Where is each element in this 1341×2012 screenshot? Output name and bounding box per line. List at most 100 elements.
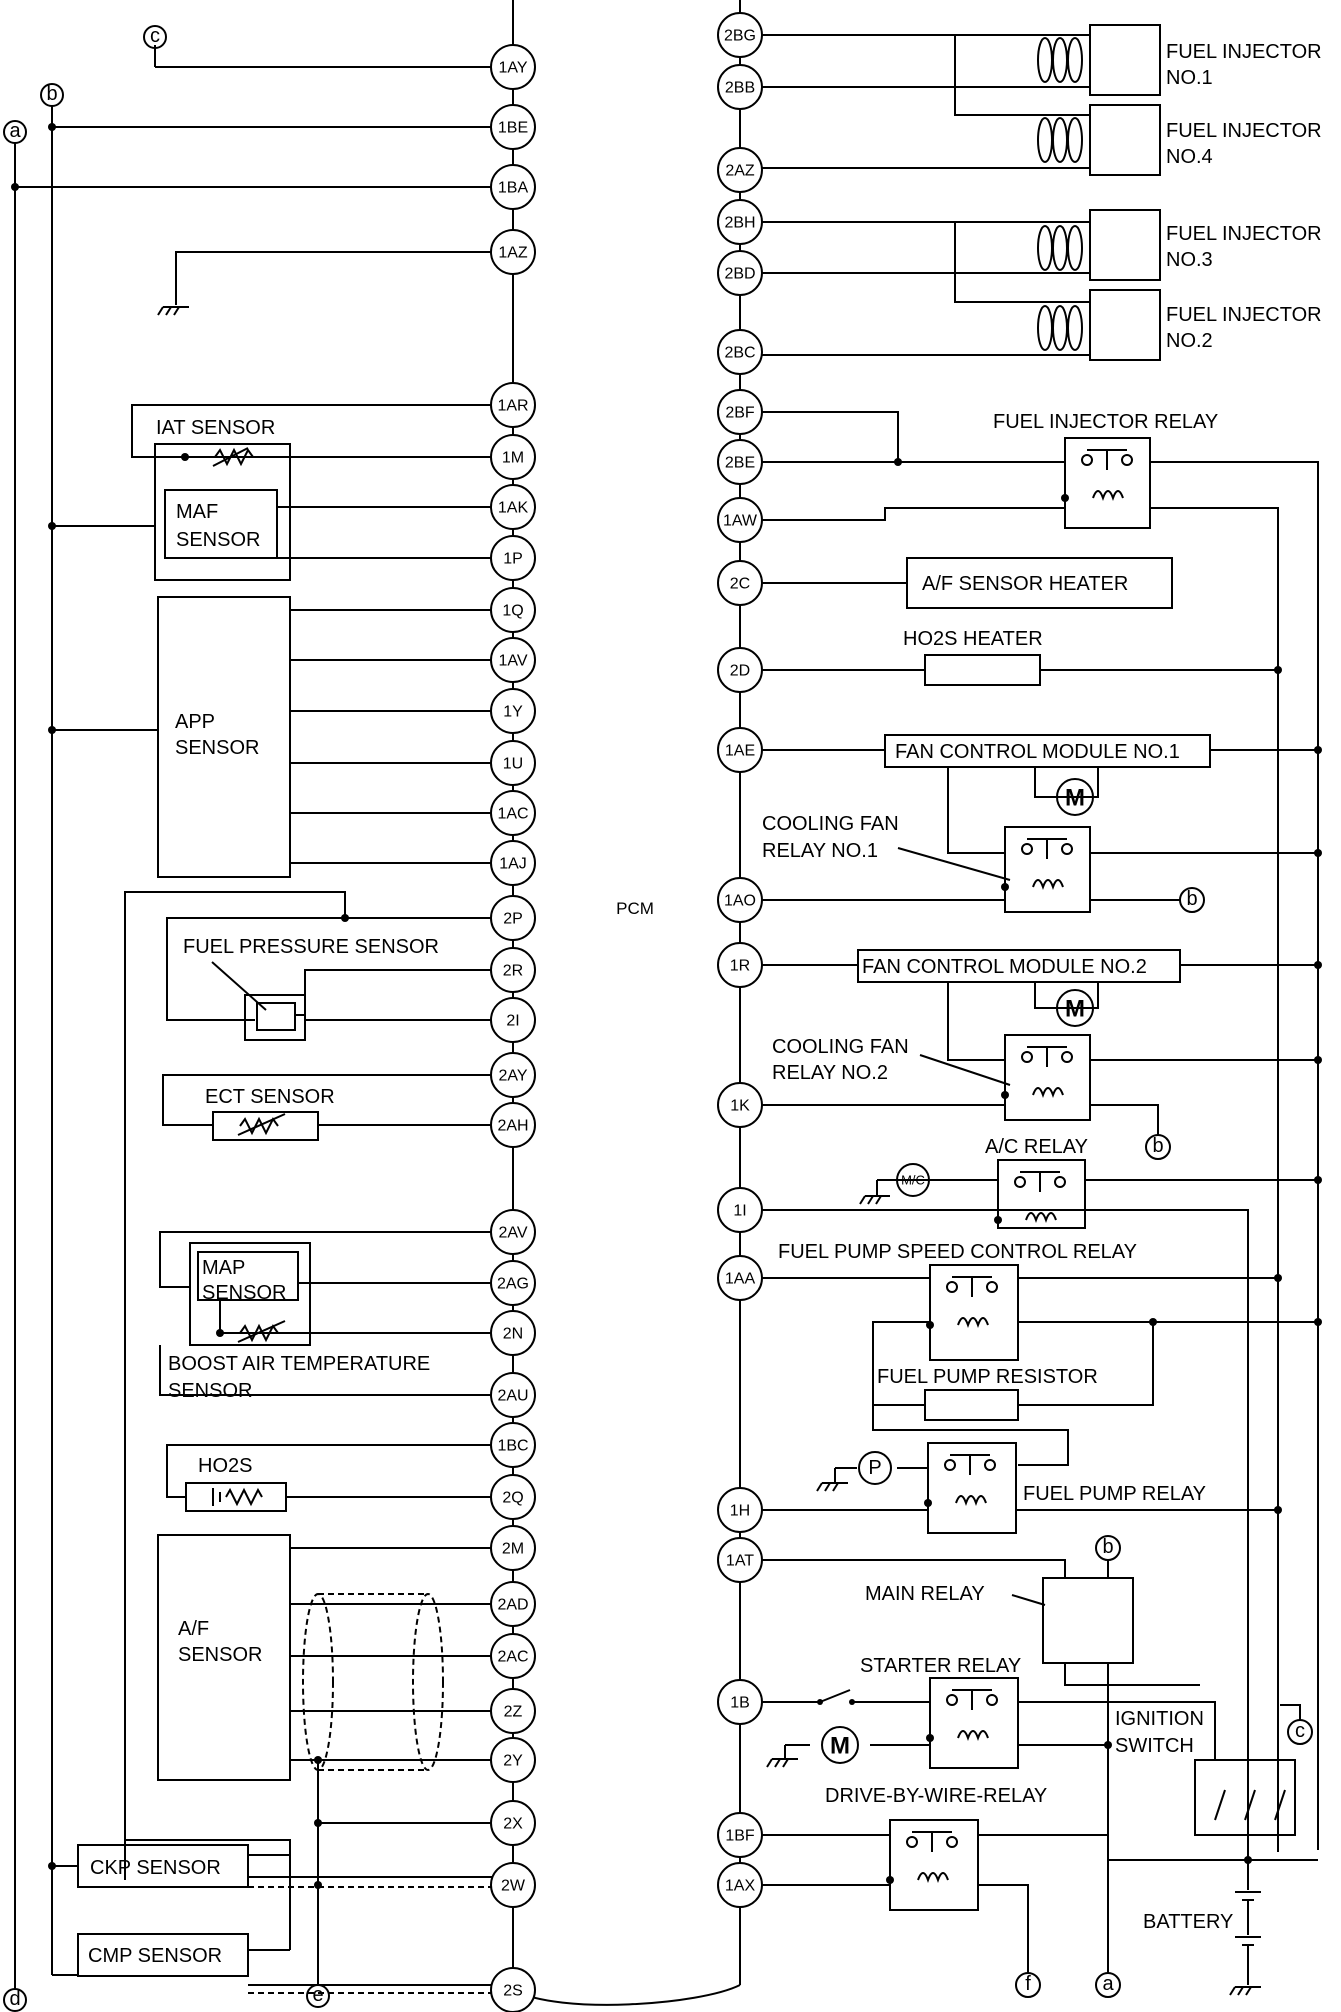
- relay-internal-symbol: [1001, 1091, 1009, 1099]
- right-pin-circle: [717, 1255, 763, 1301]
- right-pin-label: 2BB: [725, 80, 755, 97]
- relay-internal-symbol: [946, 1281, 958, 1293]
- maf-sensor-label-1: MAF: [176, 501, 218, 523]
- left-pin-circle: [490, 840, 536, 886]
- motor-symbols: M M M/C P M: [821, 778, 1094, 1764]
- relay-internal-symbol: [1061, 494, 1069, 502]
- component-labels: IAT SENSOR MAF SENSOR APP SENSOR FUEL PR…: [88, 41, 1322, 1967]
- left-pin-label: 1AR: [497, 398, 528, 415]
- relay-internal-symbol: [906, 1836, 918, 1848]
- left-pin-label: 2P: [503, 911, 523, 928]
- battery-label: BATTERY: [1143, 1911, 1233, 1933]
- injector-coil-symbols: [1037, 24, 1161, 361]
- relay-internal-symbol: [984, 1459, 996, 1471]
- left-pin-circle: [490, 790, 536, 836]
- left-pin-label: 1BA: [498, 180, 529, 197]
- relay-internal-symbol: [1061, 843, 1073, 855]
- relay-internal-symbol: [886, 1876, 894, 1884]
- left-pin-circle: [490, 104, 536, 150]
- left-pin-label: 2Z: [504, 1704, 523, 1721]
- connector-c: c: [150, 25, 160, 47]
- right-pin-label: 2BE: [725, 455, 755, 472]
- right-pin-label: 2D: [730, 663, 750, 680]
- right-pin-label: 1I: [733, 1203, 746, 1220]
- left-pin-label: 2M: [502, 1541, 524, 1558]
- left-pin-circle: [490, 947, 536, 993]
- fuel-pump-resistor-label: FUEL PUMP RESISTOR: [877, 1366, 1098, 1388]
- left-pin-label: 1Q: [502, 603, 523, 620]
- fuel-injector-2-label-2: NO.2: [1166, 330, 1213, 352]
- left-rails: [11, 45, 513, 1990]
- right-pin-circle: [717, 1862, 763, 1908]
- app-sensor-label-2: SENSOR: [175, 737, 259, 759]
- relay-internal-symbol: [1014, 1176, 1026, 1188]
- right-pin-circle: [717, 1812, 763, 1858]
- right-pin-group: 2BG2BB2AZ2BH2BD2BC2BF2BE1AW2C2D1AE1AO1R1…: [717, 12, 763, 1908]
- relay-symbols: [886, 449, 1133, 1884]
- left-pin-circle: [490, 1372, 536, 1418]
- left-pin-label: 1AZ: [498, 245, 528, 262]
- relay-internal-symbol: [944, 1459, 956, 1471]
- left-pin-circle: [490, 1422, 536, 1468]
- left-pin-circle: [490, 229, 536, 275]
- ac-relay-label: A/C RELAY: [985, 1136, 1088, 1158]
- right-pin-label: 2BC: [724, 345, 755, 362]
- left-pin-label: 2Q: [502, 1490, 523, 1507]
- left-pin-circle: [490, 587, 536, 633]
- connector-b: b: [1152, 1135, 1163, 1157]
- left-sensor-wiring: [48, 404, 493, 1994]
- left-pin-circle: [490, 1052, 536, 1098]
- drive-by-wire-relay-label: DRIVE-BY-WIRE-RELAY: [825, 1785, 1047, 1807]
- right-pin-circle: [717, 1537, 763, 1583]
- left-pin-circle: [490, 1102, 536, 1148]
- left-pin-label: 2R: [503, 963, 523, 980]
- left-pin-label: 1Y: [503, 704, 523, 721]
- boost-air-temp-label-1: BOOST AIR TEMPERATURE: [168, 1353, 430, 1375]
- right-pin-circle: [717, 147, 763, 193]
- fuel-injector-3-label-1: FUEL INJECTOR: [1166, 223, 1322, 245]
- cooling-fan-relay-1-label-1: COOLING FAN: [762, 813, 899, 835]
- left-pin-label: 2AG: [497, 1276, 529, 1293]
- motor-label: M: [1065, 785, 1085, 812]
- left-pin-circle: [490, 1474, 536, 1520]
- left-pin-label: 1AJ: [499, 856, 527, 873]
- right-pin-label: 2BH: [724, 215, 755, 232]
- relay-internal-symbol: [1061, 1051, 1073, 1063]
- ckp-sensor-label: CKP SENSOR: [90, 1857, 221, 1879]
- pump-label: P: [868, 1457, 881, 1479]
- connector-a: a: [9, 120, 21, 142]
- ho2s-label: HO2S: [198, 1455, 252, 1477]
- left-pin-label: 1P: [503, 551, 523, 568]
- connector-f: f: [1025, 1973, 1031, 1995]
- left-pin-label: 1U: [503, 756, 523, 773]
- left-pin-circle: [490, 382, 536, 428]
- connector-d: d: [9, 1988, 20, 2010]
- relay-internal-symbol: [924, 1499, 932, 1507]
- left-pin-circle: [490, 164, 536, 210]
- left-pin-circle: [490, 1800, 536, 1846]
- left-pin-circle: [490, 637, 536, 683]
- relay-internal-symbol: [926, 1734, 934, 1742]
- boost-air-temp-label-2: SENSOR: [168, 1380, 252, 1402]
- right-pin-label: 1R: [730, 958, 750, 975]
- fuel-injector-1-label-2: NO.1: [1166, 67, 1213, 89]
- relay-internal-symbol: [917, 1872, 949, 1883]
- left-pin-circle: [490, 1260, 536, 1306]
- connector-b: b: [1102, 1536, 1113, 1558]
- map-sensor-label-1: MAP: [202, 1257, 245, 1279]
- left-pin-label: 1AK: [498, 500, 529, 517]
- af-sensor-label-2: SENSOR: [178, 1644, 262, 1666]
- left-pin-circle: [490, 484, 536, 530]
- fuel-injector-2-label-1: FUEL INJECTOR: [1166, 304, 1322, 326]
- relay-internal-symbol: [1054, 1176, 1066, 1188]
- right-pin-label: 1B: [730, 1695, 750, 1712]
- motor-label: M: [830, 1733, 850, 1760]
- pcm-label: PCM: [616, 899, 654, 918]
- relay-internal-symbol: [946, 1836, 958, 1848]
- fuel-pressure-sensor-label: FUEL PRESSURE SENSOR: [183, 936, 439, 958]
- relay-internal-symbol: [955, 1495, 987, 1506]
- left-pin-label: 1AV: [498, 653, 527, 670]
- right-pin-label: 1AW: [723, 513, 758, 530]
- right-pin-circle: [717, 877, 763, 923]
